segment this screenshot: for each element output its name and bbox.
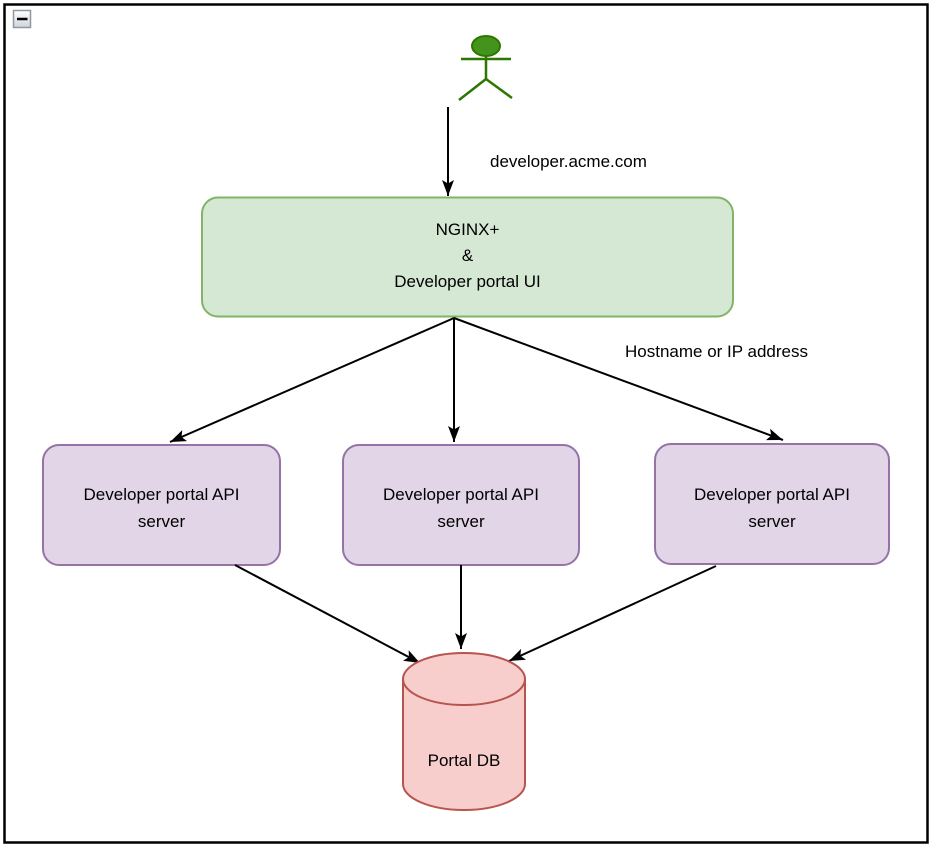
api-server-2-label-line1: Developer portal API	[383, 485, 539, 504]
api-server-node-2-box[interactable]	[342, 444, 580, 566]
actor-leg-right	[485, 77, 513, 100]
edge-label-hostname: Hostname or IP address	[625, 342, 808, 361]
api-server-node-2[interactable]: Developer portal API server	[342, 444, 580, 566]
edge-api1-to-db[interactable]	[234, 564, 421, 664]
api-server-1-label-line2: server	[138, 512, 186, 531]
nginx-node[interactable]: NGINX+ & Developer portal UI	[201, 196, 734, 318]
actor-head[interactable]	[471, 35, 501, 57]
db-cylinder-body[interactable]	[402, 652, 526, 811]
api-server-3-label-line2: server	[748, 512, 796, 531]
api-server-1-label-line1: Developer portal API	[84, 485, 240, 504]
edge-nginx-to-api-3[interactable]	[453, 317, 784, 441]
api-server-3-label-line1: Developer portal API	[694, 485, 850, 504]
nginx-node-box[interactable]	[201, 196, 734, 318]
db-cylinder-top-arc	[402, 678, 526, 706]
api-server-node-3[interactable]: Developer portal API server	[654, 443, 890, 565]
portal-db-label: Portal DB	[428, 751, 501, 770]
collapse-button[interactable]	[12, 9, 32, 29]
portal-db-node[interactable]: Portal DB	[402, 652, 526, 811]
user-actor-node[interactable]	[458, 35, 513, 101]
nginx-node-label-line1: NGINX+	[436, 220, 500, 239]
nginx-node-label-line2: &	[462, 246, 474, 265]
api-server-node-1-box[interactable]	[42, 444, 281, 566]
api-server-node-1[interactable]: Developer portal API server	[42, 444, 281, 566]
actor-leg-left	[458, 78, 487, 101]
edge-label-user-to-nginx: developer.acme.com	[490, 152, 647, 171]
edge-api3-to-db[interactable]	[508, 565, 717, 662]
api-server-node-3-box[interactable]	[654, 443, 890, 565]
edge-nginx-to-api-1[interactable]	[169, 317, 455, 443]
api-server-2-label-line2: server	[437, 512, 485, 531]
nginx-node-label-line3: Developer portal UI	[394, 272, 540, 291]
